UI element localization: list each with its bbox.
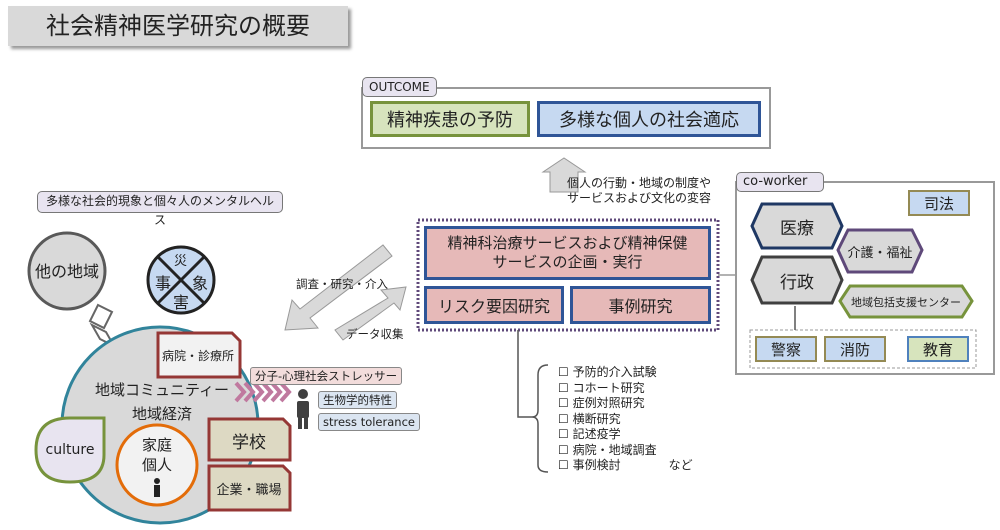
method-item: ☐ 記述疫学 [558,427,621,441]
chevron-arrows-icon [234,381,292,403]
justice-box: 司法 [908,190,970,216]
hospital-card [156,331,242,379]
method-item: ☐ 予防的介入試験 [558,365,657,379]
center-label: 地域包括支援センター [851,295,961,309]
event-top: 災 [174,254,188,269]
family-line2: 個人 [141,456,172,474]
care-label: 介護・福祉 [847,245,913,261]
survey-arrow-label: 調査・研究・介入 [296,277,388,291]
event-bottom: 害 [173,293,190,312]
hex-care [836,228,924,274]
research-frame [416,218,720,332]
agencies-frame [749,329,977,369]
fire-box: 消防 [824,336,886,362]
research-main: 精神科治療サービスおよび精神保健 サービスの企画・実行 [424,226,711,280]
method-item: ☐ 病院・地域調査 [558,442,657,457]
methods-suffix: など [668,458,693,472]
other-region-label: 他の地域 [34,262,99,281]
outcome-adaptation: 多様な個人の社会適応 [537,101,761,137]
survey-arrow-icon [284,244,393,331]
method-item: ☐ コホート研究 [558,380,645,395]
culture-label: culture [45,442,95,458]
community-label: 地域コミュニティー 地域経済 [82,378,242,426]
family-line1: 家庭 [141,436,172,454]
coworker-label: co-worker [736,172,824,192]
research-case: 事例研究 [570,286,711,324]
methods-brace [531,364,549,473]
change-label-line1: 個人の行動・地域の制度や [567,176,712,190]
other-region-circle [27,231,107,311]
community-line2: 地域経済 [131,405,192,423]
hex-center [838,284,974,319]
research-risk: リスク要因研究 [424,286,564,324]
hospital-label: 病院・診療所 [161,348,234,363]
research-main-line1: 精神科治療サービスおよび精神保健 [447,234,688,252]
methods-connector [517,330,532,418]
police-box: 警察 [755,336,817,362]
school-label: 学校 [232,432,266,453]
change-label: 個人の行動・地域の制度や サービスおよび文化の変容 [567,176,711,206]
family-circle [115,423,199,507]
data-arrow-icon [334,286,407,341]
method-item: ☐ 症例対照研究 [558,396,645,410]
method-item: ☐ 横断研究 [558,411,621,426]
workplace-card [207,464,292,512]
person-large-icon [297,389,309,429]
workplace-label: 企業・職場 [216,482,282,498]
medical-label: 医療 [780,218,814,239]
event-left: 事 [155,274,172,293]
education-box: 教育 [907,336,969,362]
left-heading: 多様な社会的現象と個々人のメンタルヘルス [37,191,283,227]
stressor-tag: 分子-心理社会ストレッサー [250,367,403,385]
change-label-line2: サービスおよび文化の変容 [567,191,712,205]
family-label: 家庭 個人 [127,435,187,475]
event-right: 象 [192,274,209,293]
school-card [207,417,292,462]
community-line1: 地域コミュニティー [94,381,230,399]
biology-tag: 生物学的特性 [318,391,397,409]
up-arrow-icon [541,157,587,193]
person-icon [154,478,160,497]
outcome-label: OUTCOME [362,77,437,97]
methods-list: ☐ 予防的介入試験 ☐ コホート研究 ☐ 症例対照研究 ☐ 横断研究 ☐ 記述疫… [558,365,693,474]
research-main-line2: サービスの企画・実行 [492,253,643,271]
method-item: ☐ 事例検討など [558,458,693,472]
hex-medical [750,202,844,250]
culture-shape [34,416,106,484]
data-arrow-label: データ収集 [346,327,404,341]
tolerance-tag: stress tolerance [318,413,420,431]
admin-label: 行政 [780,272,814,293]
outcome-prevention: 精神疾患の予防 [370,101,530,137]
hex-admin [750,255,844,305]
page-title: 社会精神医学研究の概要 [8,6,348,46]
